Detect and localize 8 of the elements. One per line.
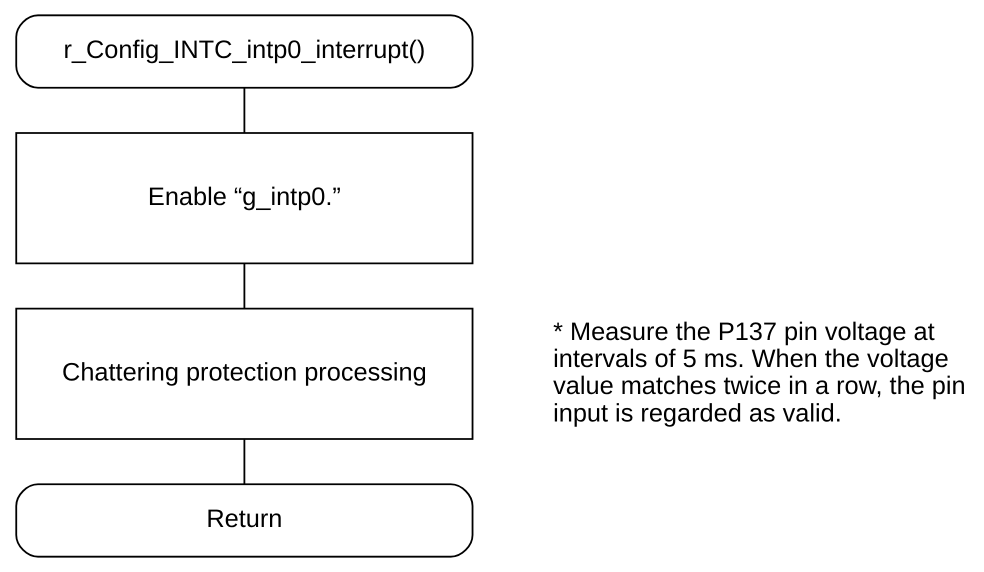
- node-box: r_Config_INTC_intp0_interrupt(): [15, 14, 474, 89]
- connector: [243, 264, 246, 308]
- label: * Measure the P137 pin voltage at intervals of 5 ms. When the voltage value matches twice in a row, the pin input is regarded as valid.: [553, 318, 966, 428]
- node-box: Chattering protection processing: [15, 308, 474, 440]
- connector: [243, 88, 246, 133]
- node-box: Return: [15, 483, 474, 558]
- node-box: Enable “g_intp0.”: [15, 132, 474, 264]
- connector: [243, 440, 246, 484]
